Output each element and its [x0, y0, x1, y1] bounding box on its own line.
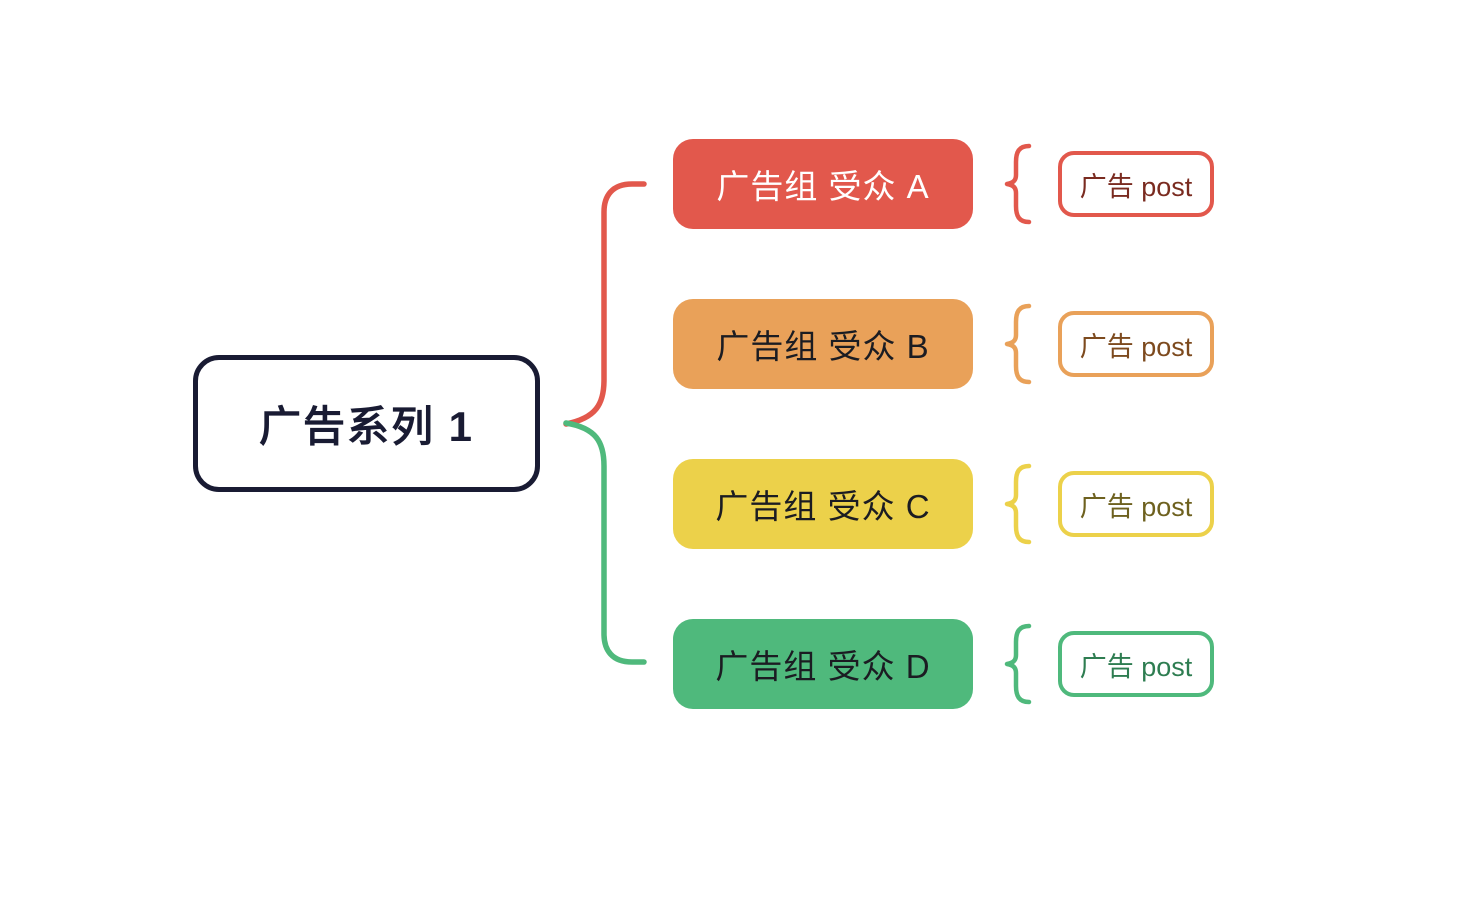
root-node-label: 广告系列 1: [258, 403, 475, 450]
adgroup-node-b[interactable]: 广告组 受众 B: [673, 299, 973, 389]
connector-root-to-node-d: [563, 420, 647, 665]
branch-row-a: 广告组 受众 A 广告 post: [673, 139, 1273, 229]
adpost-node-a[interactable]: 广告 post: [1058, 151, 1214, 217]
curly-brace-icon: [1004, 463, 1032, 545]
curly-brace-icon: [1004, 143, 1032, 225]
branch-row-b: 广告组 受众 B 广告 post: [673, 299, 1273, 389]
adgroup-label-c: 广告组 受众 C: [715, 488, 931, 525]
adgroup-label-a: 广告组 受众 A: [716, 168, 930, 205]
adpost-label-d: 广告 post: [1079, 651, 1193, 682]
adgroup-node-c[interactable]: 广告组 受众 C: [673, 459, 973, 549]
adpost-label-c: 广告 post: [1079, 491, 1193, 522]
adgroup-label-d: 广告组 受众 D: [715, 648, 931, 685]
adpost-label-b: 广告 post: [1079, 331, 1193, 362]
adgroup-node-d[interactable]: 广告组 受众 D: [673, 619, 973, 709]
curly-brace-icon: [1004, 303, 1032, 385]
adpost-label-a: 广告 post: [1079, 171, 1193, 202]
adpost-node-c[interactable]: 广告 post: [1058, 471, 1214, 537]
branch-row-c: 广告组 受众 C 广告 post: [673, 459, 1273, 549]
adgroup-label-b: 广告组 受众 B: [716, 328, 930, 365]
curly-brace-icon: [1004, 623, 1032, 705]
adgroup-node-a[interactable]: 广告组 受众 A: [673, 139, 973, 229]
adpost-node-d[interactable]: 广告 post: [1058, 631, 1214, 697]
root-node-campaign[interactable]: 广告系列 1: [193, 355, 540, 492]
adpost-node-b[interactable]: 广告 post: [1058, 311, 1214, 377]
branch-row-d: 广告组 受众 D 广告 post: [673, 619, 1273, 709]
connector-root-to-node-a: [563, 181, 647, 427]
